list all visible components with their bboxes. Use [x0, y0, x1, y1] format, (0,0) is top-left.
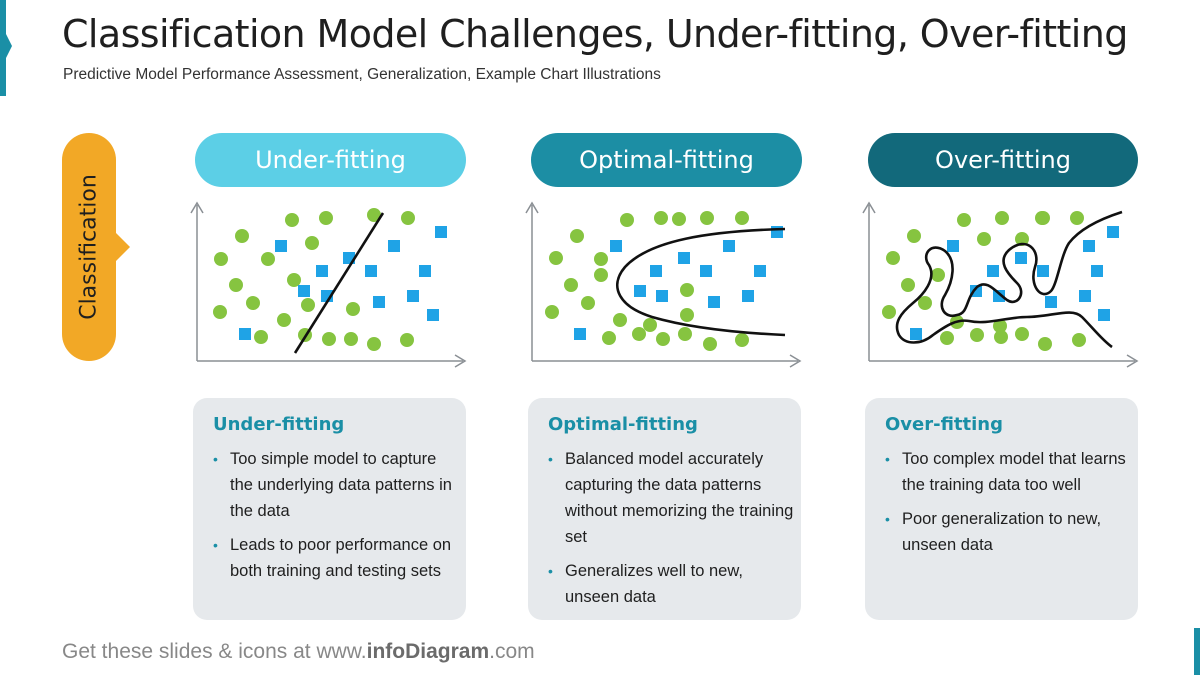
- footer-text: Get these slides & icons at www.infoDiag…: [62, 640, 535, 664]
- over-fitting-chart: [862, 201, 1139, 368]
- green-points: [213, 208, 415, 351]
- slide-title: Classification Model Challenges, Under-f…: [62, 12, 1128, 56]
- slide-subtitle: Predictive Model Performance Assessment,…: [63, 66, 661, 83]
- decision-curve: [615, 227, 786, 337]
- decision-curve: [895, 210, 1123, 349]
- bullet-item: Too complex model that learns the traini…: [885, 446, 1135, 498]
- optimal-fitting-card: Optimal-fitting Balanced model accuratel…: [528, 398, 801, 620]
- card-title: Over-fitting: [885, 414, 1004, 435]
- x-axis-arrow: [454, 354, 467, 368]
- bullet-list: Too simple model to capture the underlyi…: [213, 446, 463, 592]
- x-axis-arrow: [789, 354, 802, 368]
- y-axis-arrow: [190, 201, 204, 214]
- card-title: Optimal-fitting: [548, 414, 698, 435]
- blue-points: [239, 226, 447, 340]
- bullet-item: Poor generalization to new, unseen data: [885, 506, 1135, 558]
- bullet-list: Too complex model that learns the traini…: [885, 446, 1135, 566]
- under-fitting-card: Under-fitting Too simple model to captur…: [193, 398, 466, 620]
- classification-row-label: Classification: [62, 133, 130, 361]
- bullet-item: Generalizes well to new, unseen data: [548, 558, 798, 610]
- over-fitting-card: Over-fitting Too complex model that lear…: [865, 398, 1138, 620]
- bullet-item: Leads to poor performance on both traini…: [213, 532, 463, 584]
- bullet-item: Balanced model accurately capturing the …: [548, 446, 798, 550]
- decision-line: [293, 212, 385, 354]
- left-accent-bar: [0, 0, 12, 96]
- card-title: Under-fitting: [213, 414, 345, 435]
- y-axis-arrow: [525, 201, 539, 214]
- blue-points: [910, 226, 1119, 340]
- footer-prefix: Get these slides & icons at www.: [62, 640, 367, 663]
- green-points: [545, 211, 749, 351]
- x-axis-arrow: [1126, 354, 1139, 368]
- under-fitting-chart: [190, 201, 467, 368]
- bullet-item: Too simple model to capture the underlyi…: [213, 446, 463, 524]
- y-axis-arrow: [862, 201, 876, 214]
- optimal-fitting-header: Optimal-fitting: [531, 133, 802, 187]
- optimal-fitting-chart: [525, 201, 802, 368]
- over-fitting-header: Over-fitting: [868, 133, 1138, 187]
- green-points: [882, 211, 1086, 351]
- row-label-text: Classification: [76, 174, 102, 320]
- footer-brand: infoDiagram: [366, 640, 490, 663]
- footer-suffix: .com: [489, 640, 535, 663]
- bullet-list: Balanced model accurately capturing the …: [548, 446, 798, 618]
- right-accent-bar: [1194, 628, 1200, 675]
- under-fitting-header: Under-fitting: [195, 133, 466, 187]
